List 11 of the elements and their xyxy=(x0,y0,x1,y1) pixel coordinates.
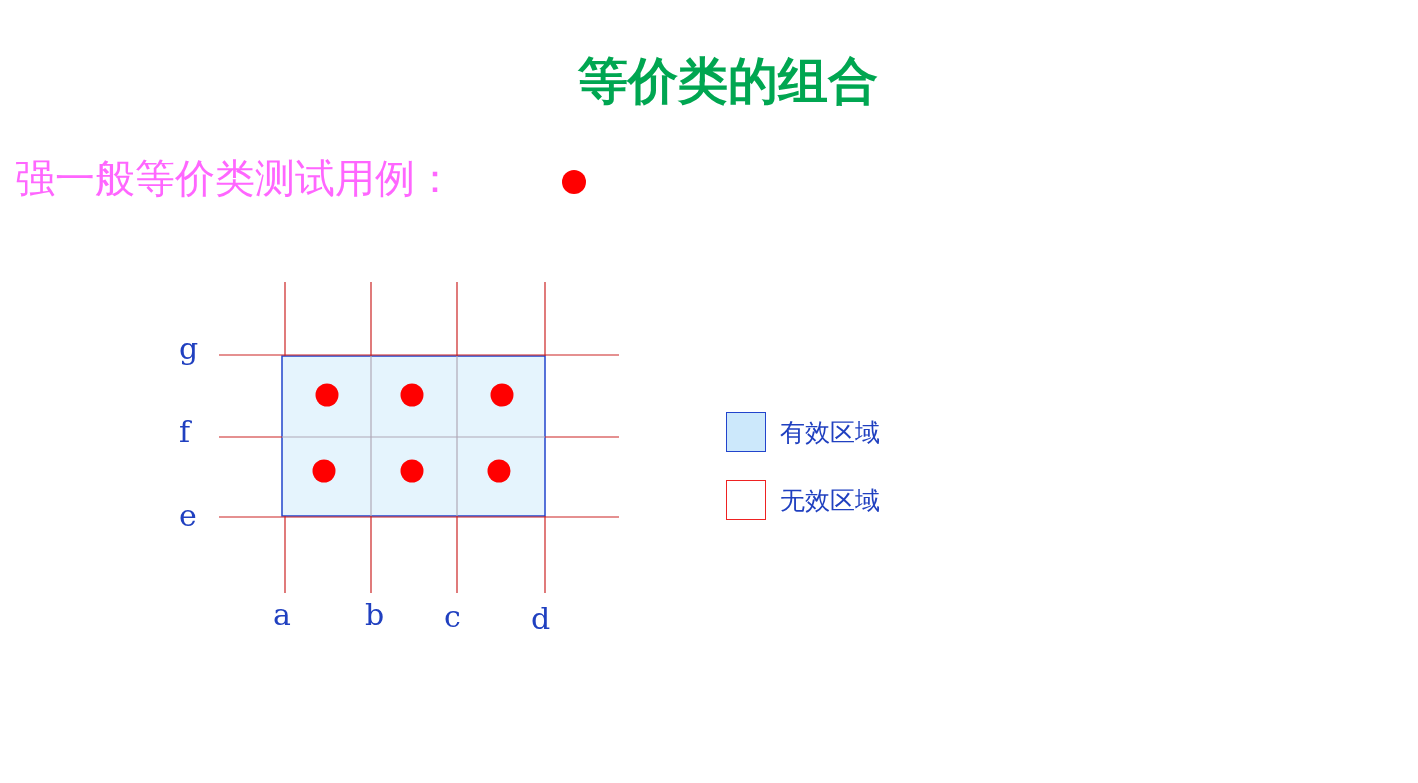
axis-label: c xyxy=(444,602,461,632)
axis-label: a xyxy=(273,600,291,630)
axis-label: d xyxy=(531,604,551,634)
title: 等价类的组合 xyxy=(578,56,878,106)
axis-label: f xyxy=(179,417,191,447)
axis-label: e xyxy=(179,501,197,531)
legend-label: 有效区域 xyxy=(780,420,880,445)
axis-label: g xyxy=(179,334,199,364)
axis-label: b xyxy=(365,600,385,630)
heading: 强一般等价类测试用例： xyxy=(15,158,455,198)
legend-label: 无效区域 xyxy=(780,488,880,513)
